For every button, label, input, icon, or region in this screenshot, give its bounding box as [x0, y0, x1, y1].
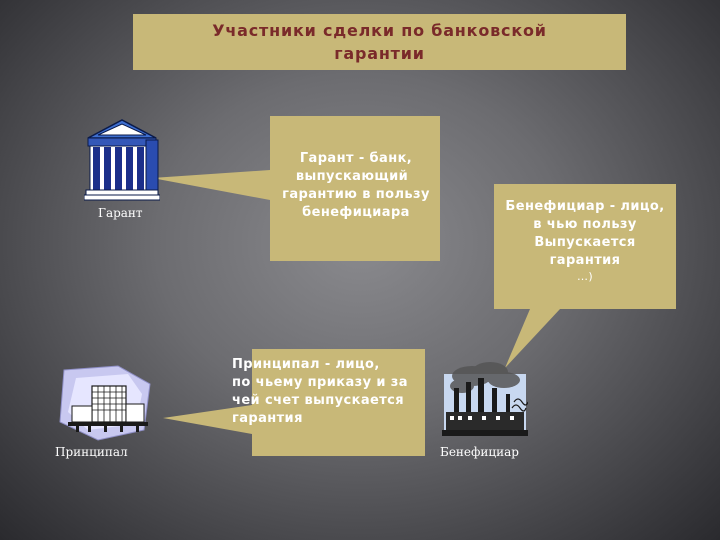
garant-line-3: гарантию в пользу	[282, 187, 430, 202]
garant-line-1: Гарант - банк,	[299, 151, 413, 166]
principal-callout-shape	[163, 349, 425, 456]
principal-description: Принципал - лицо, по чьему приказу и за …	[232, 356, 442, 428]
title-line-2: гарантии	[334, 44, 425, 63]
bank-building-icon	[84, 119, 160, 201]
garant-callout-shape	[152, 116, 440, 261]
principal-line-3: чей счет выпускается	[232, 393, 405, 408]
beneficiary-callout-shape	[494, 184, 676, 368]
garant-caption: Гарант	[98, 206, 143, 220]
title-line-1: Участники сделки по банковской	[212, 21, 547, 40]
beneficiary-line-5: …)	[576, 270, 594, 283]
principal-caption: Принципал	[55, 445, 128, 459]
beneficiary-caption: Бенефициар	[440, 445, 519, 459]
diagram-title: Участники сделки по банковской гарантии	[175, 19, 585, 65]
garant-line-2: выпускающий	[295, 169, 409, 184]
factory-icon	[442, 362, 528, 436]
garant-line-4: бенефициара	[302, 205, 410, 220]
office-building-icon	[59, 365, 151, 441]
principal-line-2: по чьему приказу и за	[232, 375, 408, 390]
beneficiary-line-3: Выпускается	[534, 235, 636, 250]
garant-description: Гарант - банк, выпускающий гарантию в по…	[266, 150, 446, 222]
beneficiary-line-2: в чью пользу	[533, 217, 637, 232]
principal-line-1: Принципал - лицо,	[232, 357, 380, 372]
beneficiary-description: Бенефициар - лицо, в чью пользу Выпускае…	[486, 198, 684, 284]
title-box: Участники сделки по банковской гарантии	[133, 14, 626, 70]
beneficiary-line-4: гарантия	[549, 253, 621, 268]
beneficiary-line-1: Бенефициар - лицо,	[505, 199, 665, 214]
principal-line-4: гарантия	[232, 411, 303, 426]
